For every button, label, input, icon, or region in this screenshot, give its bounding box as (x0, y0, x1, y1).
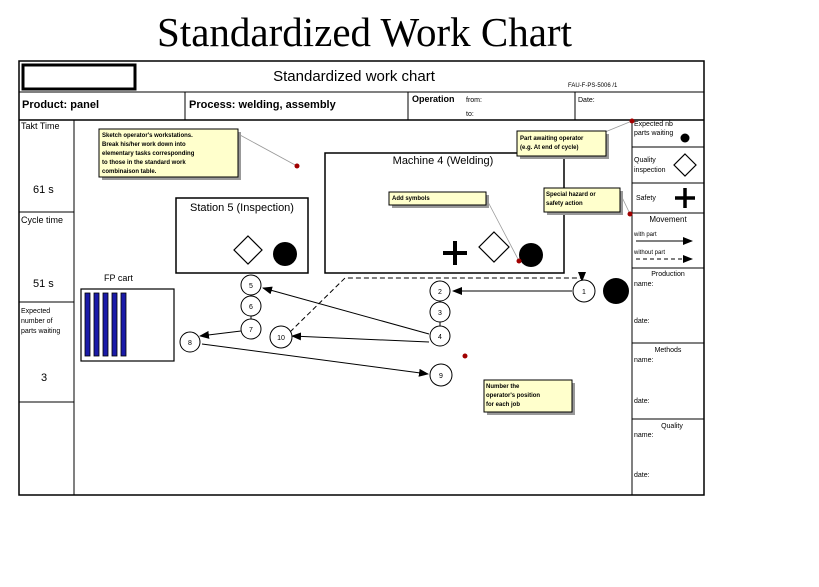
position-label-9: 9 (439, 373, 443, 380)
station-5-wip-dot-icon (273, 242, 297, 266)
page-title: Standardized Work Chart (157, 9, 572, 55)
wip-dot-icon (519, 243, 543, 267)
wip-label-2: number of (21, 318, 53, 325)
chart-frame (18, 60, 705, 496)
legend-cross-icon (675, 188, 695, 208)
legend-production: Production (651, 271, 685, 278)
legend-diamond-icon (673, 153, 697, 177)
legend-without-part: without part (633, 250, 665, 256)
position-circle-2 (429, 280, 451, 302)
note-sketch: Sketch operator's workstations. Break hi… (98, 128, 241, 180)
note-hazard: Special hazard or safety action (543, 187, 623, 215)
cycle-label: Cycle time (21, 215, 63, 225)
product-label: Product: panel (22, 99, 99, 111)
takt-label: Takt Time (21, 121, 60, 131)
legend-expected-1: Expected nb (634, 121, 673, 128)
station-5-diamond-icon (233, 235, 263, 265)
callout-pins (294, 118, 635, 359)
fp-cart (80, 288, 175, 362)
note-hazard-line-1: Special hazard or (546, 192, 596, 198)
wip-label-3: parts waiting (21, 328, 60, 335)
position-circle-3 (429, 301, 451, 323)
position-circle-6 (240, 295, 262, 317)
note-add-symbols: Add symbols (388, 191, 489, 208)
position-label-10: 10 (277, 335, 285, 342)
legend-quality-date: date: (634, 472, 650, 479)
legend-wip-dot-icon (680, 133, 690, 143)
start-wip-dot-icon (603, 278, 629, 304)
chart-title: Standardized work chart (273, 68, 436, 85)
position-circle-1 (572, 279, 596, 303)
station-5-label: Station 5 (Inspection) (190, 202, 294, 214)
wip-label-1: Expected (21, 308, 50, 315)
legend-production-date: date: (634, 318, 650, 325)
legend-production-name: name: (634, 281, 654, 288)
movement-paths (199, 272, 586, 377)
note-number-line-2: operator's position (486, 393, 540, 399)
position-label-6: 6 (249, 304, 253, 311)
position-circle-10 (269, 325, 293, 349)
process-label: Process: welding, assembly (189, 99, 337, 111)
position-label-2: 2 (438, 289, 442, 296)
operator-positions: 1 2 3 4 5 6 7 8 9 10 (179, 274, 596, 387)
legend-methods-date: date: (634, 398, 650, 405)
note-awaiting-line-1: Part awaiting operator (520, 136, 584, 142)
legend-quality: Quality (661, 423, 683, 430)
note-awaiting: Part awaiting operator (e.g. At end of c… (516, 130, 609, 159)
operation-from: from: (466, 97, 482, 104)
note-sketch-line-2: Break his/her work down into (102, 142, 186, 148)
cycle-value: 51 s (33, 278, 54, 290)
legend-quality-2: inspection (634, 167, 666, 174)
note-number-line-3: for each job (486, 402, 520, 408)
position-label-4: 4 (438, 334, 442, 341)
note-sketch-line-3: elementary tasks corresponding (102, 151, 195, 157)
legend-expected-2: parts waiting (634, 130, 673, 137)
operation-label: Operation (412, 94, 455, 104)
position-label-7: 7 (249, 327, 253, 334)
form-code: FAU-F-PS-5006 /1 (568, 83, 618, 89)
position-label-8: 8 (188, 340, 192, 347)
legend-quality-1: Quality (634, 157, 656, 164)
fp-cart-label: FP cart (104, 273, 133, 283)
legend-methods: Methods (655, 347, 682, 354)
date-label: Date: (578, 97, 595, 104)
logo-box (21, 63, 137, 91)
legend-safety: Safety (636, 195, 656, 202)
note-sketch-line-1: Sketch operator's workstations. (102, 133, 193, 139)
note-add-symbols-text: Add symbols (392, 196, 430, 202)
legend-movement: Movement (649, 215, 687, 224)
legend-quality-name: name: (634, 432, 654, 439)
station-5 (175, 197, 309, 274)
legend-methods-name: name: (634, 357, 654, 364)
operation-to: to: (466, 111, 474, 118)
wip-value: 3 (41, 372, 47, 384)
note-number: Number the operator's position for each … (483, 379, 575, 415)
note-sketch-line-5: combinaison table. (102, 169, 157, 175)
position-circle-4 (429, 325, 451, 347)
machine-4-label: Machine 4 (Welding) (393, 155, 494, 167)
position-circle-8 (179, 331, 201, 353)
note-awaiting-line-2: (e.g. At end of cycle) (520, 145, 578, 151)
note-number-line-1: Number the (486, 384, 520, 390)
quality-diamond-icon (478, 231, 510, 263)
position-circle-5 (240, 274, 262, 296)
position-label-1: 1 (582, 289, 586, 296)
safety-cross-icon (443, 241, 467, 265)
legend-with-part: with part (633, 232, 657, 238)
takt-value: 61 s (33, 184, 54, 196)
position-label-5: 5 (249, 283, 253, 290)
position-circle-9 (429, 363, 453, 387)
position-label-3: 3 (438, 310, 442, 317)
fp-cart-parts (84, 292, 127, 357)
note-sketch-line-4: to those in the standard work (102, 160, 186, 166)
position-circle-7 (240, 318, 262, 340)
note-hazard-line-2: safety action (546, 201, 583, 207)
